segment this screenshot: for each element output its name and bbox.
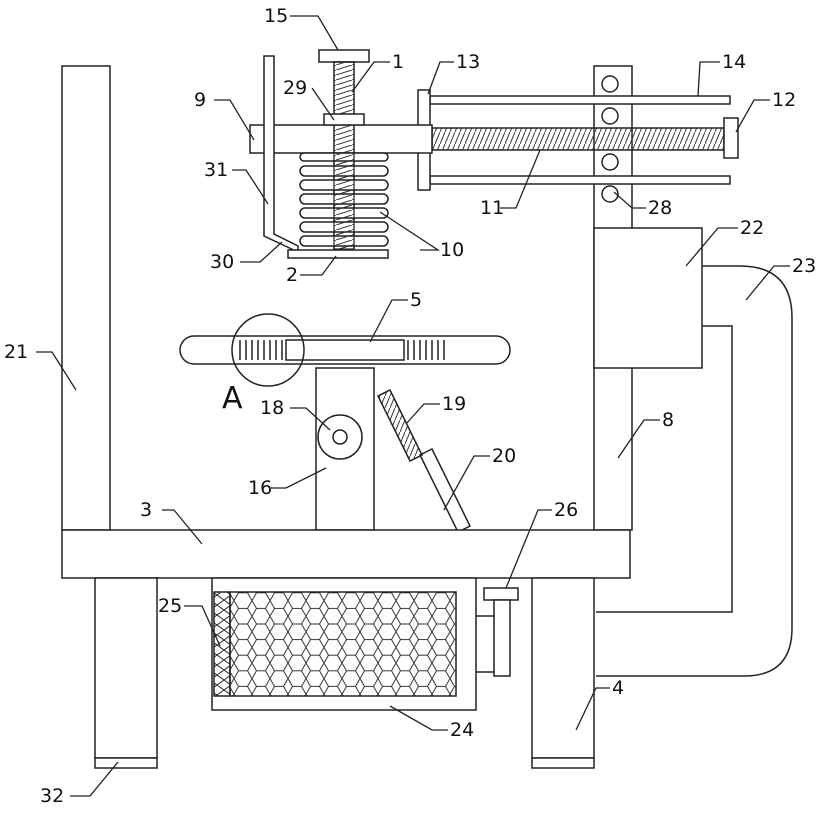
control-box — [594, 228, 702, 368]
label-8: 8 — [662, 409, 674, 431]
filter-mesh — [230, 592, 456, 696]
detail-marker-a: A — [222, 381, 243, 416]
nut-29 — [324, 114, 364, 125]
label-18: 18 — [260, 397, 284, 419]
label-25: 25 — [158, 595, 182, 617]
label-14: 14 — [722, 51, 746, 73]
label-24: 24 — [450, 719, 474, 741]
label-26: 26 — [554, 499, 578, 521]
label-20: 20 — [492, 445, 516, 467]
label-22: 22 — [740, 217, 764, 239]
roller — [318, 415, 362, 459]
compression-spring — [300, 153, 388, 249]
label-19: 19 — [442, 393, 466, 415]
foot-32 — [95, 758, 157, 768]
label-30: 30 — [210, 251, 234, 273]
label-3: 3 — [140, 499, 152, 521]
press-plate — [288, 250, 388, 258]
base-platform — [62, 530, 630, 578]
left-leg — [95, 578, 157, 758]
label-2: 2 — [286, 264, 298, 286]
valve — [476, 588, 518, 676]
label-29: 29 — [283, 77, 307, 99]
label-16: 16 — [248, 477, 272, 499]
right-leg — [532, 578, 594, 758]
label-31: 31 — [204, 159, 228, 181]
label-13: 13 — [456, 51, 480, 73]
label-23: 23 — [792, 255, 816, 277]
label-32: 32 — [40, 785, 64, 807]
screw-rod — [432, 128, 724, 150]
label-10: 10 — [440, 239, 464, 261]
label-11: 11 — [480, 197, 504, 219]
filter-screen — [214, 592, 230, 696]
label-9: 9 — [194, 89, 206, 111]
label-28: 28 — [648, 197, 672, 219]
label-5: 5 — [410, 289, 422, 311]
knob-15 — [319, 50, 369, 62]
label-1: 1 — [392, 51, 404, 73]
label-21: 21 — [4, 341, 28, 363]
handwheel-12 — [724, 118, 738, 158]
foot-right — [532, 758, 594, 768]
label-12: 12 — [772, 89, 796, 111]
left-column — [62, 66, 110, 530]
label-15: 15 — [264, 5, 288, 27]
label-4: 4 — [612, 677, 624, 699]
